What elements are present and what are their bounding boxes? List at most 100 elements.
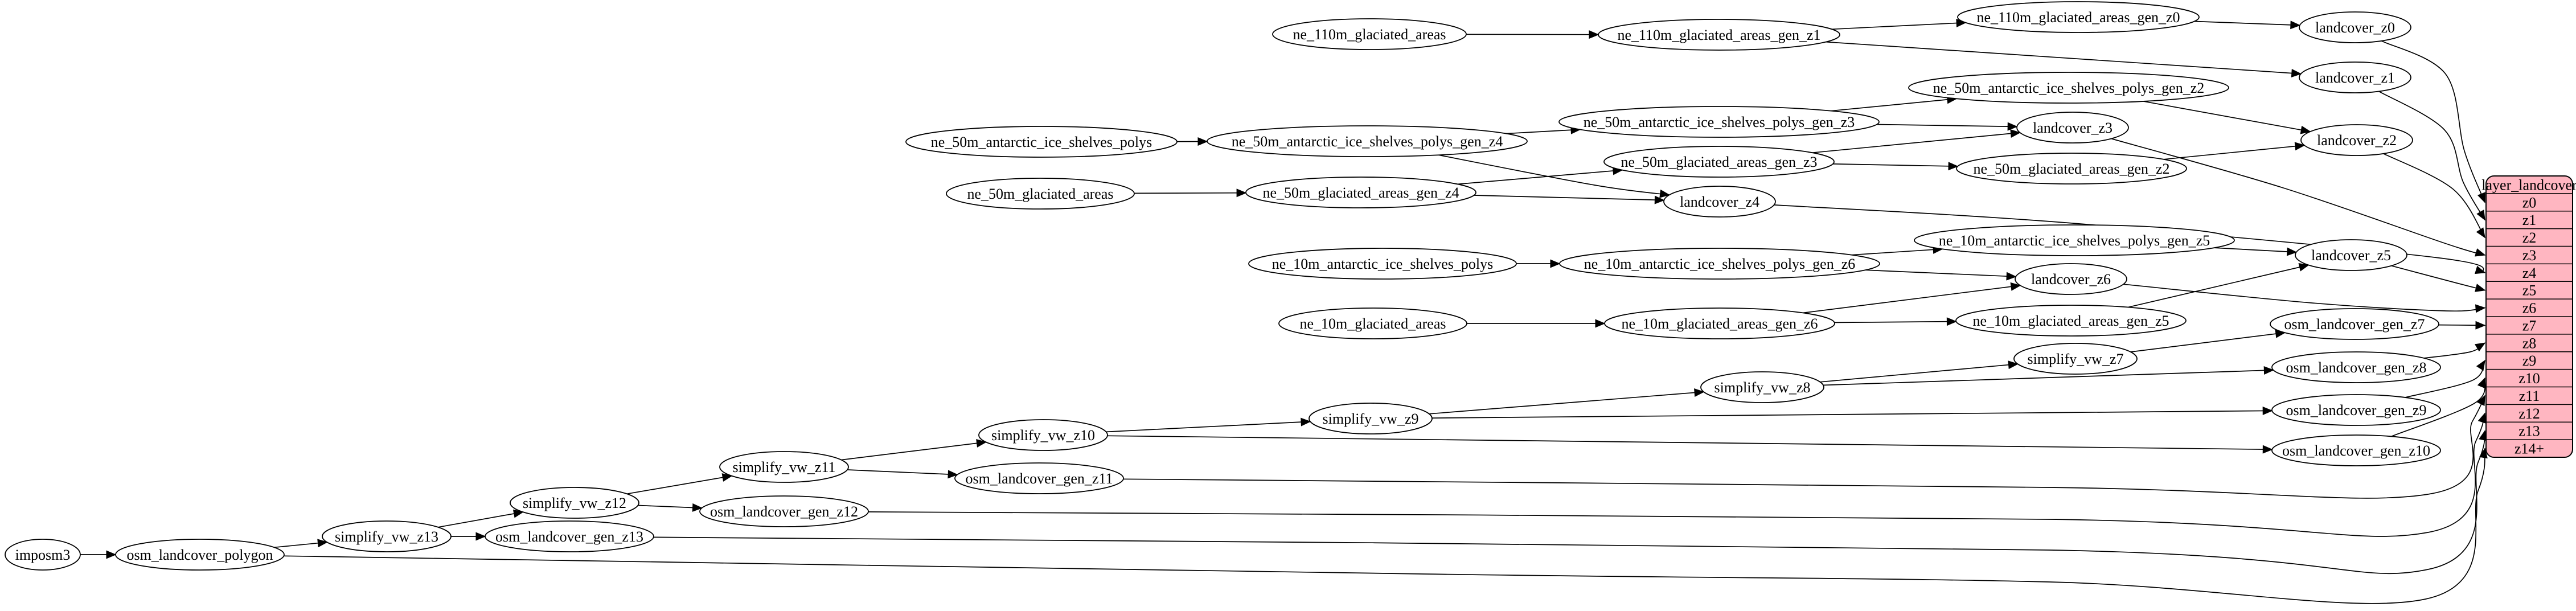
table-row-z0: z0 [2522,194,2537,211]
edge-landcover_z3--layer_landcover-z3 [2111,138,2486,257]
table-row-z11: z11 [2519,388,2540,404]
node-label-ne_50m_antarctic_ice_shelves_polys_gen_z2: ne_50m_antarctic_ice_shelves_polys_gen_z… [1933,80,2205,96]
node-ellipse-landcover_z6 [2015,263,2127,295]
node-label-osm_landcover_gen_z9: osm_landcover_gen_z9 [2286,402,2427,419]
edge-osm_landcover_gen_z8--layer_landcover-z8 [2423,342,2486,359]
node-label-ne_50m_antarctic_ice_shelves_polys_gen_z3: ne_50m_antarctic_ice_shelves_polys_gen_z… [1584,114,1855,130]
node-simplify_vw_z9: simplify_vw_z9 [1308,403,1433,434]
node-ellipse-ne_50m_glaciated_areas_gen_z2 [1956,153,2187,184]
table-row-z3: z3 [2522,247,2537,264]
node-label-ne_50m_antarctic_ice_shelves_polys_gen_z4: ne_50m_antarctic_ice_shelves_polys_gen_z… [1232,133,1503,150]
node-ellipse-ne_10m_glaciated_areas [1278,307,1467,339]
node-label-landcover_z2: landcover_z2 [2317,132,2397,149]
node-ellipse-osm_landcover_gen_z11 [954,462,1124,494]
node-ellipse-osm_landcover_gen_z8 [2271,351,2441,383]
edge-ne_10m_glaciated_areas_gen_z6--ne_10m_glaciated_areas_gen_z5 [1834,317,1957,326]
edge-simplify_vw_z10--simplify_vw_z9 [1106,417,1311,433]
node-label-simplify_vw_z10: simplify_vw_z10 [991,427,1095,444]
edge-simplify_vw_z9--simplify_vw_z8 [1429,388,1705,415]
node-ellipse-simplify_vw_z8 [1700,371,1824,403]
node-ne_50m_antarctic_ice_shelves_polys_gen_z3: ne_50m_antarctic_ice_shelves_polys_gen_z… [1558,106,1880,138]
node-ellipse-landcover_z3 [2016,112,2129,143]
node-ellipse-osm_landcover_gen_z9 [2271,394,2441,426]
node-label-simplify_vw_z7: simplify_vw_z7 [2028,351,2124,367]
edge-simplify_vw_z8--simplify_vw_z7 [1820,360,2019,383]
node-label-simplify_vw_z13: simplify_vw_z13 [335,528,438,545]
node-ellipse-landcover_z2 [2300,124,2413,156]
node-ne_50m_antarctic_ice_shelves_polys_gen_z4: ne_50m_antarctic_ice_shelves_polys_gen_z… [1207,125,1528,157]
table-row-z7: z7 [2522,317,2537,334]
node-label-simplify_vw_z9: simplify_vw_z9 [1323,411,1419,427]
node-label-ne_50m_glaciated_areas_gen_z3: ne_50m_glaciated_areas_gen_z3 [1621,154,1817,170]
edge-ne_50m_glaciated_areas_gen_z3--landcover_z3 [1812,129,2021,154]
node-label-ne_10m_glaciated_areas_gen_z6: ne_10m_glaciated_areas_gen_z6 [1621,315,1818,332]
edge-landcover_z6--layer_landcover-z6 [2123,284,2486,313]
node-label-simplify_vw_z12: simplify_vw_z12 [523,495,626,511]
edge-landcover_z2--layer_landcover-z2 [2383,153,2485,239]
node-ellipse-imposm3 [5,539,81,571]
node-osm_landcover_gen_z8: osm_landcover_gen_z8 [2271,351,2441,383]
edge-ne_50m_glaciated_areas_gen_z2--landcover_z2 [2163,142,2306,160]
table-row-z1: z1 [2522,212,2537,228]
node-label-ne_50m_glaciated_areas_gen_z4: ne_50m_glaciated_areas_gen_z4 [1262,184,1459,201]
node-ne_50m_glaciated_areas_gen_z2: ne_50m_glaciated_areas_gen_z2 [1956,153,2187,184]
node-ellipse-ne_50m_antarctic_ice_shelves_polys_gen_z4 [1207,125,1528,157]
node-ellipse-ne_50m_antarctic_ice_shelves_polys_gen_z3 [1558,106,1880,138]
edge-ne_110m_glaciated_areas_gen_z1--ne_110m_glaciated_areas_gen_z0 [1831,19,1967,30]
edge-simplify_vw_z10--osm_landcover_gen_z10 [1107,435,2273,454]
edge-simplify_vw_z8--osm_landcover_gen_z8 [1823,366,2274,386]
edge-ne_10m_antarctic_ice_shelves_polys_gen_z6--ne_10m_antarctic_ice_shelves_polys_gen_z5 [1851,245,1943,256]
node-ellipse-ne_50m_antarctic_ice_shelves_polys_gen_z2 [1908,72,2229,104]
node-ne_10m_antarctic_ice_shelves_polys: ne_10m_antarctic_ice_shelves_polys [1248,248,1517,280]
edge-ne_50m_glaciated_areas_gen_z3--ne_50m_glaciated_areas_gen_z2 [1832,162,1959,171]
node-ne_50m_glaciated_areas_gen_z3: ne_50m_glaciated_areas_gen_z3 [1603,146,1835,178]
node-ellipse-osm_landcover_gen_z10 [2271,434,2441,466]
node-label-ne_10m_antarctic_ice_shelves_polys_gen_z5: ne_10m_antarctic_ice_shelves_polys_gen_z… [1939,232,2210,249]
node-simplify_vw_z10: simplify_vw_z10 [978,419,1108,451]
node-label-landcover_z3: landcover_z3 [2033,120,2113,136]
table-row-z4: z4 [2522,265,2537,281]
node-ellipse-ne_10m_glaciated_areas_gen_z6 [1604,307,1835,339]
node-ellipse-landcover_z5 [2295,239,2407,271]
edge-simplify_vw_z11--osm_landcover_gen_z11 [847,469,958,479]
node-label-landcover_z4: landcover_z4 [1680,194,1759,210]
node-label-osm_landcover_gen_z10: osm_landcover_gen_z10 [2282,442,2430,459]
node-label-landcover_z1: landcover_z1 [2315,69,2395,86]
node-label-ne_50m_glaciated_areas: ne_50m_glaciated_areas [967,186,1114,202]
node-osm_landcover_polygon: osm_landcover_polygon [115,539,285,571]
node-ellipse-osm_landcover_polygon [115,539,285,571]
node-ellipse-simplify_vw_z7 [2013,343,2138,375]
table-row-z5: z5 [2522,282,2537,299]
node-ne_50m_glaciated_areas_gen_z4: ne_50m_glaciated_areas_gen_z4 [1245,177,1476,208]
node-ellipse-simplify_vw_z12 [510,487,639,519]
node-ne_110m_glaciated_areas: ne_110m_glaciated_areas [1272,18,1467,50]
node-osm_landcover_gen_z13: osm_landcover_gen_z13 [485,520,654,552]
node-ne_10m_glaciated_areas: ne_10m_glaciated_areas [1278,307,1467,339]
node-ellipse-ne_50m_glaciated_areas_gen_z3 [1603,146,1835,178]
edge-osm_landcover_polygon--layer_landcover-z14+ [284,448,2488,604]
node-ellipse-ne_50m_glaciated_areas_gen_z4 [1245,177,1476,208]
node-ellipse-osm_landcover_gen_z7 [2270,308,2439,340]
edge-osm_landcover_gen_z13--layer_landcover-z13 [653,430,2487,575]
edge-osm_landcover_gen_z7--layer_landcover-z7 [2438,321,2486,330]
node-simplify_vw_z12: simplify_vw_z12 [510,487,639,519]
node-label-ne_110m_glaciated_areas_gen_z0: ne_110m_glaciated_areas_gen_z0 [1976,9,2180,26]
edge-ne_50m_antarctic_ice_shelves_polys_gen_z4--ne_50m_antarctic_ice_shelves_polys_gen_z3 [1506,125,1581,134]
node-osm_landcover_gen_z11: osm_landcover_gen_z11 [954,462,1124,494]
edge-ne_50m_glaciated_areas_gen_z4--landcover_z4 [1474,195,1665,204]
node-label-simplify_vw_z11: simplify_vw_z11 [732,459,835,475]
node-ne_10m_antarctic_ice_shelves_polys_gen_z5: ne_10m_antarctic_ice_shelves_polys_gen_z… [1914,224,2235,256]
node-ellipse-ne_110m_glaciated_areas_gen_z1 [1598,19,1840,51]
node-ellipse-ne_10m_antarctic_ice_shelves_polys [1248,248,1517,280]
edge-ne_50m_antarctic_ice_shelves_polys_gen_z3--landcover_z3 [1877,122,2018,131]
edge-osm_landcover_gen_z11--layer_landcover-z11 [1123,395,2485,499]
node-landcover_z0: landcover_z0 [2299,11,2411,43]
edge-osm_landcover_gen_z10--layer_landcover-z10 [2391,377,2486,437]
node-label-simplify_vw_z8: simplify_vw_z8 [1714,379,1811,396]
edge-osm_landcover_gen_z9--layer_landcover-z9 [2405,359,2485,398]
node-landcover_z3: landcover_z3 [2016,112,2129,143]
node-label-imposm3: imposm3 [15,547,71,563]
node-ellipse-osm_landcover_gen_z13 [485,520,654,552]
